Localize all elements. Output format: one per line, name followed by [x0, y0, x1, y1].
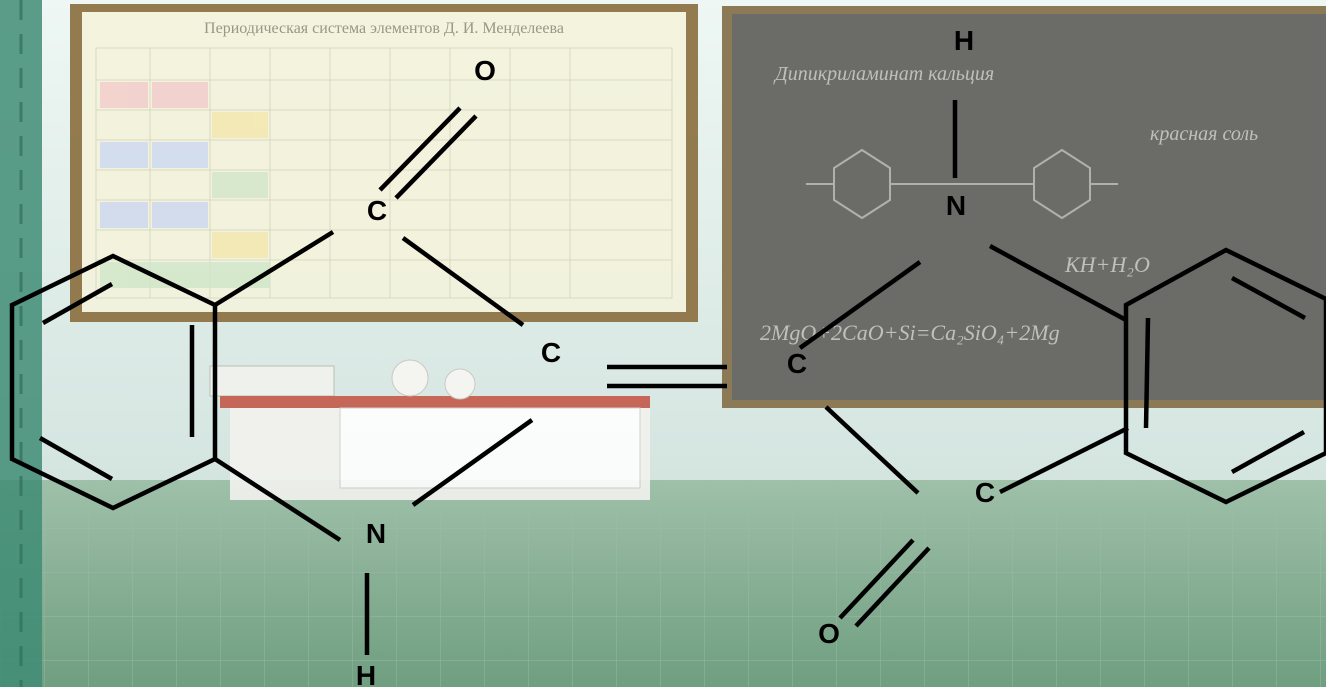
bond-carbonyl-c-to-c: [401, 236, 525, 327]
left-ring-inner-bond-3: [38, 436, 114, 481]
bond-ring-to-n: [213, 457, 342, 542]
bond-n-to-c-right: [798, 260, 922, 350]
board-title: Дипикриламинат кальция: [773, 63, 994, 85]
poster-grid: [95, 47, 673, 299]
poster-cells: [100, 82, 270, 288]
bond-carbonyl-c-to-right-ring: [998, 425, 1130, 495]
bond-c-to-n: [411, 418, 534, 507]
bond-c-to-carbonyl-c-right: [824, 405, 920, 495]
atom-n-left: N: [366, 518, 386, 549]
atom-c-carbonyl-left: C: [367, 195, 387, 226]
board-equation-2: 2MgO+2CaO+Si=Ca₂SiO₄+2Mg: [760, 320, 1060, 345]
right-carbonyl-bond-1: [838, 538, 915, 620]
molecule-atoms: O C C N H H N C C O: [356, 25, 995, 687]
molecule-bonds: [9, 100, 1326, 655]
right-ring-inner-bond-1: [1143, 317, 1151, 429]
board-surface: [732, 14, 1326, 400]
bond-n-to-right-ring: [988, 244, 1128, 322]
periodic-table-poster: Периодическая система элементов Д. И. Ме…: [70, 4, 698, 322]
right-ring-inner-bond-3: [1230, 430, 1306, 474]
atom-n-right: N: [946, 190, 966, 221]
atom-o-top: O: [474, 55, 496, 86]
atom-o-bottom: O: [818, 618, 840, 649]
board-note: красная соль: [1150, 123, 1258, 145]
atom-h-bottom: H: [356, 660, 376, 687]
board-equation-1: KH+H₂O: [1064, 252, 1150, 277]
board-sketch: [806, 148, 1118, 220]
floor-tiles: [0, 480, 1326, 687]
atom-h-top: H: [954, 25, 974, 56]
left-carbonyl-bond-2: [394, 114, 478, 200]
right-ring-inner-bond-2: [1230, 276, 1307, 320]
atom-c-carbonyl-right: C: [975, 477, 995, 508]
chalkboard: Дипикриламинат кальция красная соль KH+H…: [722, 6, 1326, 408]
left-carbonyl-bond-1: [378, 106, 462, 192]
right-carbonyl-bond-2: [854, 546, 931, 628]
right-benzene-ring: [1123, 247, 1326, 505]
poster-title: Периодическая система элементов Д. И. Ме…: [204, 20, 564, 37]
atom-c-center-right: C: [787, 348, 807, 379]
bond-ring-to-carbonyl-c: [213, 230, 335, 307]
left-ring-inner-bond-2: [41, 282, 114, 325]
atom-c-center-left: C: [541, 337, 561, 368]
